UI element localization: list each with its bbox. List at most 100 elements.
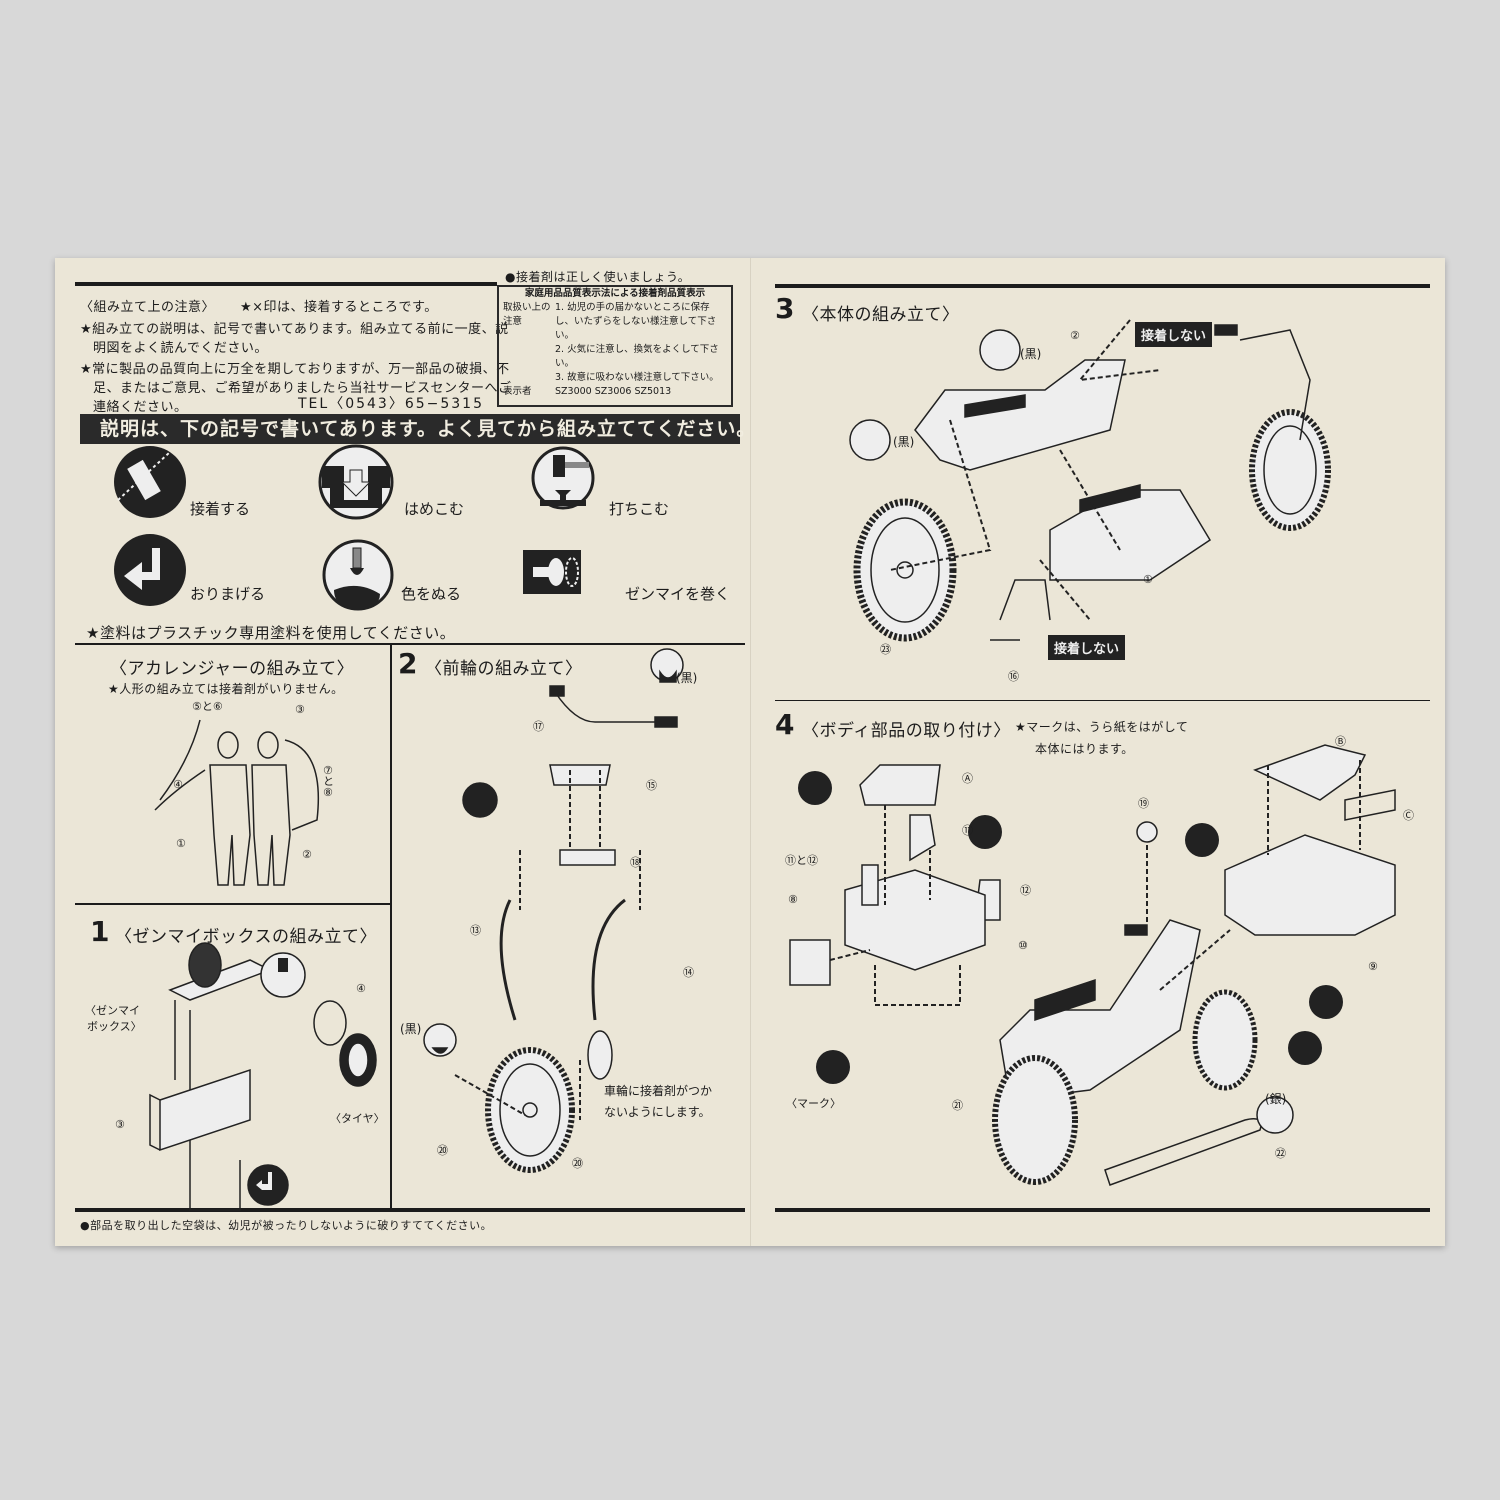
part-label: ⑮: [646, 779, 657, 792]
part-label: ⑧: [788, 893, 798, 906]
step1-title: 〈ゼンマイボックスの組み立て〉: [115, 927, 377, 947]
black-paint-label: (黒): [1020, 347, 1042, 361]
part-label: ⑪と⑫: [785, 854, 818, 867]
notes-line: ★常に製品の品質向上に万全を期しておりますが、万一部品の破損、不: [80, 362, 510, 377]
symbol-label-hammer: 打ちこむ: [609, 500, 670, 518]
symbol-label-wind: ゼンマイを巻く: [625, 585, 731, 603]
notes-line: 連絡ください。: [93, 400, 188, 415]
no-glue-badge: 接着しない: [1048, 635, 1126, 660]
symbol-label-glue: 接着する: [190, 500, 251, 518]
divider: [775, 700, 1430, 701]
mark-label: 〈マーク〉: [786, 1097, 841, 1110]
hammer-icon: [531, 446, 595, 510]
maker-label: 表示者: [503, 386, 532, 397]
top-rule: [75, 282, 497, 286]
x-mark-note: ★×印は、接着するところです。: [240, 300, 438, 315]
symbol-label-fold: おりまげる: [190, 585, 266, 603]
part-label: ④: [173, 778, 183, 791]
notes-line: ★組み立ての説明は、記号で書いてあります。組み立てる前に一度、説: [80, 322, 509, 337]
bottom-rule: [775, 1208, 1430, 1212]
part-label: ②: [302, 848, 312, 861]
part-label: ③: [115, 1118, 125, 1131]
divider: [75, 643, 745, 645]
no-glue-badge: 接着しない: [1135, 322, 1213, 347]
part-label: ①: [1143, 573, 1153, 586]
top-rule: [775, 284, 1430, 288]
part-label: Ⓒ: [1403, 809, 1414, 822]
body-parts-illustration: [789, 744, 1396, 1186]
glue-tube-icon: [114, 446, 186, 518]
black-paint-label: (黒): [400, 1022, 422, 1036]
symbol-label-insert: はめこむ: [404, 500, 465, 518]
mark-note: ★マークは、うら紙をはがして: [1015, 720, 1189, 734]
caution-label: 取扱い上の注意: [503, 302, 551, 327]
part-label: ⑩: [1018, 939, 1028, 952]
acaranger-title: 〈アカレンジャーの組み立て〉: [110, 659, 355, 679]
step-number: 1: [90, 915, 110, 948]
acaranger-note: ★人形の組み立ては接着剤がいりません。: [108, 682, 344, 696]
adhesive-quality-box: 家庭用品品質表示法による接着剤品質表示 取扱い上の注意 1. 幼児の手の届かない…: [497, 285, 733, 407]
step-number: 4: [775, 708, 795, 741]
part-label: ⑱: [630, 856, 641, 869]
part-label: ㉑: [952, 1099, 963, 1112]
adhesive-item: 3. 故意に吸わない様注意して下さい。: [555, 372, 719, 383]
part-label: ⑭: [683, 966, 694, 979]
adhesive-item: 2. 火気に注意し、換気をよくして下さい。: [555, 344, 719, 369]
product-codes: SZ3000 SZ3006 SZ5013: [555, 386, 672, 397]
part-label: Ⓐ: [962, 772, 973, 785]
part-label: ⑲: [1138, 797, 1149, 810]
label: 〈タイヤ〉: [330, 1112, 385, 1125]
center-fold: [750, 258, 752, 1246]
footer-note: ●部品を取り出した空袋は、幼児が被ったりしないように破りすててください。: [80, 1219, 493, 1232]
part-label: ⑨: [1368, 960, 1378, 973]
symbol-icons: [114, 444, 595, 611]
notes-line: 明図をよく読んでください。: [93, 341, 268, 356]
label: 〈ゼンマイ: [85, 1004, 140, 1017]
step4-title: 〈ボディ部品の取り付け〉: [802, 721, 1011, 741]
part-label: ⑰: [533, 720, 544, 733]
adhesive-box-title: 家庭用品品質表示法による接着剤品質表示: [524, 288, 706, 299]
insert-icon: [318, 444, 394, 520]
part-label: ㉓: [880, 643, 891, 656]
body-assembly-illustration: [849, 319, 1331, 642]
fold-arrow-icon: [114, 534, 186, 606]
silver-paint-label: (銀): [1265, 1092, 1287, 1106]
service-phone: TEL〈0543〉65−5315: [298, 396, 484, 412]
step2-title: 〈前輪の組み立て〉: [425, 659, 583, 679]
part-label: Ⓑ: [1335, 735, 1346, 748]
wheel-note: ないようにします。: [604, 1105, 711, 1119]
spring-box-illustration: [149, 942, 377, 1211]
step-number: 2: [398, 647, 418, 680]
part-label: ㉒: [1275, 1147, 1286, 1160]
part-label: ①: [176, 837, 186, 850]
part-label: ⑤と⑥: [192, 700, 223, 713]
mark-note: 本体にはります。: [1035, 742, 1134, 756]
black-paint-label: (黒): [893, 435, 915, 449]
wind-key-icon: [523, 550, 581, 594]
adhesive-header: ●接着剤は正しく使いましょう。: [505, 270, 691, 284]
adhesive-item: 1. 幼児の手の届かないところに保存し、いたずらをしない様注意して下さい。: [555, 302, 717, 341]
wheel-note: 車輪に接着剤がつか: [604, 1084, 713, 1098]
part-label: ⑦と⑧: [323, 764, 334, 799]
divider: [390, 643, 392, 1210]
part-label: ⑪: [962, 824, 973, 837]
figure-illustration: [154, 719, 320, 886]
symbols-banner: 説明は、下の記号で書いてあります。よく見てから組み立ててください。: [80, 414, 755, 444]
part-label: ⑫: [1020, 884, 1031, 897]
part-label: ③: [295, 703, 305, 716]
paint-brush-icon: [322, 539, 394, 611]
part-label: ⑳: [437, 1144, 448, 1157]
paint-note: ★塗料はプラスチック専用塗料を使用してください。: [86, 624, 456, 642]
part-label: ⑯: [1008, 670, 1019, 683]
divider: [75, 903, 390, 905]
part-label: ②: [1070, 329, 1080, 342]
label: ボックス〉: [87, 1020, 142, 1033]
part-label: ⑬: [470, 924, 481, 937]
bottom-rule: [75, 1208, 745, 1212]
step3-title: 〈本体の組み立て〉: [802, 305, 960, 325]
step-number: 3: [775, 292, 795, 325]
symbol-label-paint: 色をぬる: [401, 585, 462, 603]
part-label: ④: [356, 982, 366, 995]
black-paint-label: (黒): [676, 671, 698, 685]
notes-line: 足、またはご意見、ご希望がありましたら当社サービスセンターへご: [93, 381, 512, 396]
